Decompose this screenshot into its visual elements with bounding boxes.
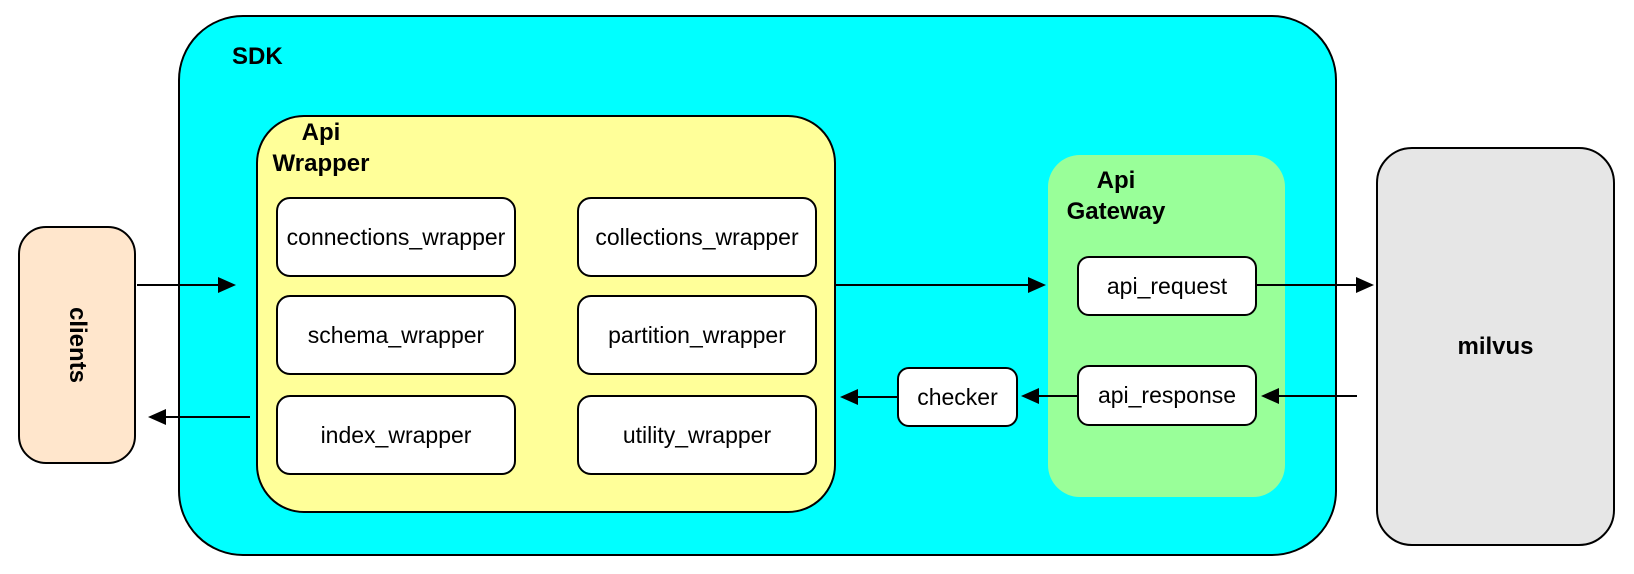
schema-wrapper-label: schema_wrapper bbox=[307, 321, 485, 348]
collections-wrapper-label: collections_wrapper bbox=[595, 223, 799, 250]
connections-wrapper-label: connections_wrapper bbox=[286, 223, 506, 250]
arrow-sdk-to-clients-line bbox=[166, 416, 250, 418]
utility-wrapper-node: utility_wrapper bbox=[577, 395, 817, 475]
utility-wrapper-label: utility_wrapper bbox=[622, 421, 772, 448]
milvus-label: milvus bbox=[1457, 332, 1534, 360]
arrow-request-to-milvus-head bbox=[1356, 277, 1374, 293]
checker-node: checker bbox=[897, 367, 1018, 427]
clients-label: clients bbox=[64, 306, 91, 384]
api-gateway-label: Api Gateway bbox=[1051, 165, 1181, 227]
api-gateway-container: Api Gateway bbox=[1048, 155, 1285, 497]
schema-wrapper-node: schema_wrapper bbox=[276, 295, 516, 375]
api-wrapper-label-line1: Api bbox=[301, 119, 341, 146]
api-request-node: api_request bbox=[1077, 256, 1257, 316]
arrow-milvus-to-response-line bbox=[1279, 395, 1357, 397]
connections-wrapper-node: connections_wrapper bbox=[276, 197, 516, 277]
arrow-checker-to-wrapper-line bbox=[858, 396, 897, 398]
partition-wrapper-label: partition_wrapper bbox=[608, 321, 786, 348]
arrow-response-to-checker-head bbox=[1021, 388, 1039, 404]
api-response-label: api_response bbox=[1097, 382, 1237, 408]
arrow-clients-to-sdk-line bbox=[137, 284, 218, 286]
index-wrapper-node: index_wrapper bbox=[276, 395, 516, 475]
index-wrapper-label: index_wrapper bbox=[320, 421, 472, 448]
arrow-sdk-to-clients-head bbox=[148, 409, 166, 425]
collections-wrapper-node: collections_wrapper bbox=[577, 197, 817, 277]
api-wrapper-label: Api Wrapper bbox=[256, 117, 386, 179]
api-response-node: api_response bbox=[1077, 365, 1257, 426]
clients-node: clients bbox=[18, 226, 136, 464]
arrow-wrapper-to-gateway-line bbox=[836, 284, 1028, 286]
arrow-response-to-checker-line bbox=[1039, 395, 1077, 397]
sdk-label: SDK bbox=[232, 43, 283, 70]
checker-label: checker bbox=[917, 383, 998, 410]
partition-wrapper-node: partition_wrapper bbox=[577, 295, 817, 375]
api-request-label: api_request bbox=[1106, 272, 1228, 299]
arrow-milvus-to-response-head bbox=[1261, 388, 1279, 404]
api-wrapper-label-line2: Wrapper bbox=[272, 150, 370, 177]
api-gateway-label-line1: Api bbox=[1096, 167, 1136, 194]
arrow-clients-to-sdk-head bbox=[218, 277, 236, 293]
arrow-checker-to-wrapper-head bbox=[840, 389, 858, 405]
api-gateway-label-line2: Gateway bbox=[1066, 198, 1166, 225]
arrow-wrapper-to-gateway-head bbox=[1028, 277, 1046, 293]
arrow-request-to-milvus-line bbox=[1257, 284, 1356, 286]
milvus-node: milvus bbox=[1376, 147, 1615, 546]
